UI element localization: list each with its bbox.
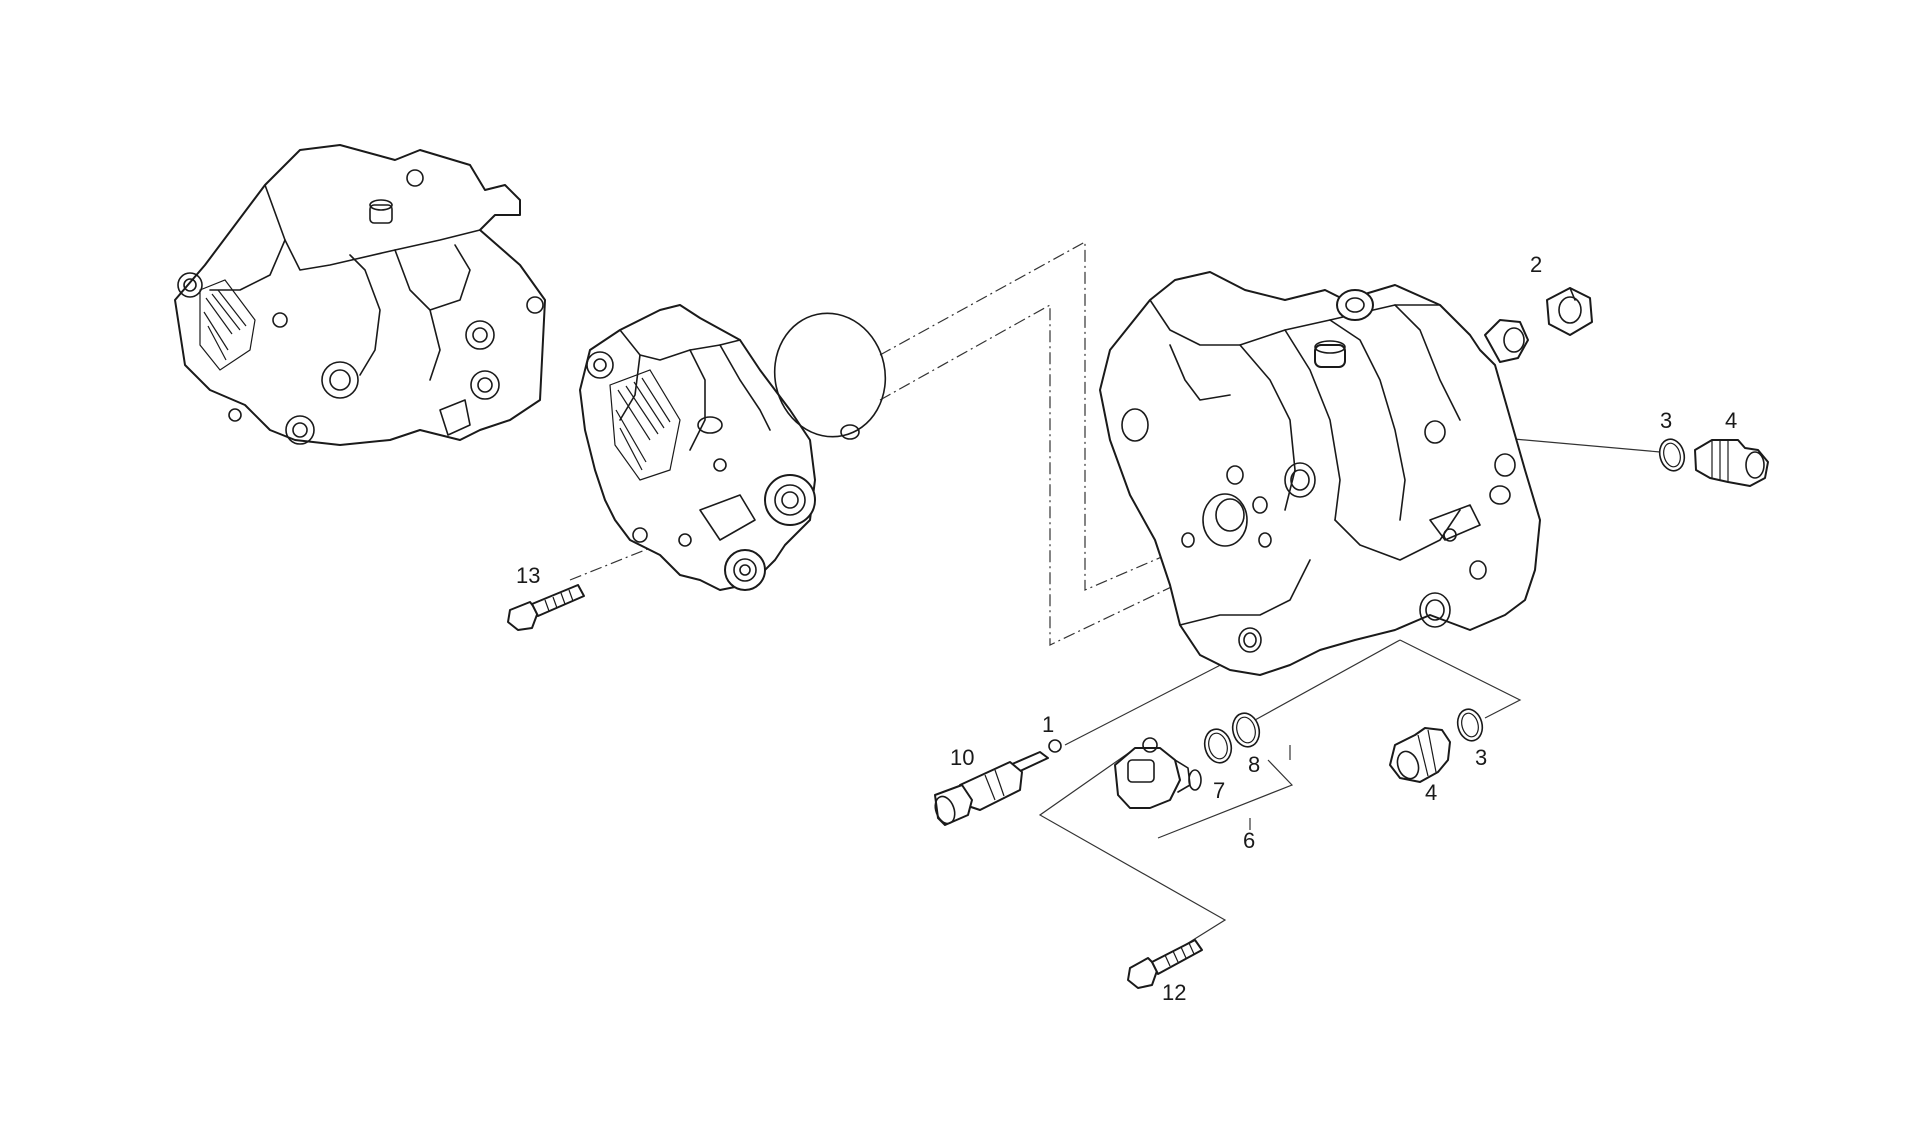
hex-nut <box>1546 287 1593 336</box>
callout-4-upper: 4 <box>1725 408 1737 433</box>
seal-ring-upper <box>1658 438 1686 472</box>
callout-10: 10 <box>950 745 974 770</box>
pump-body <box>1099 271 1541 676</box>
callout-12: 12 <box>1162 980 1186 1005</box>
callout-6: 6 <box>1243 828 1255 853</box>
callout-7: 7 <box>1213 778 1225 803</box>
fitting-lower <box>1389 727 1451 783</box>
callout-8: 8 <box>1248 752 1260 777</box>
callout-3-lower: 3 <box>1475 745 1487 770</box>
callout-3-upper: 3 <box>1660 408 1672 433</box>
fin-block-icon <box>609 369 681 481</box>
sensor <box>934 751 1049 826</box>
callout-4-lower: 4 <box>1425 780 1437 805</box>
callout-1: 1 <box>1042 712 1054 737</box>
fitting-upper <box>1694 439 1769 487</box>
pump-assembly-overview <box>174 144 546 446</box>
o-ring-gasket <box>773 312 887 440</box>
seal-ring-lower <box>1456 708 1484 742</box>
pressure-control-valve <box>1114 737 1202 809</box>
o-ring-small <box>1048 739 1062 753</box>
callout-13: 13 <box>516 563 540 588</box>
fin-block-icon <box>199 279 256 371</box>
bolt-13 <box>507 584 585 631</box>
callout-labels: 1 2 3 4 3 4 6 7 8 10 12 13 <box>516 252 1737 1005</box>
feed-pump <box>579 304 816 591</box>
seal-ring-7 <box>1203 728 1233 764</box>
seal-ring-8 <box>1231 712 1261 748</box>
bolt-12 <box>1127 939 1203 989</box>
callout-2: 2 <box>1530 252 1542 277</box>
